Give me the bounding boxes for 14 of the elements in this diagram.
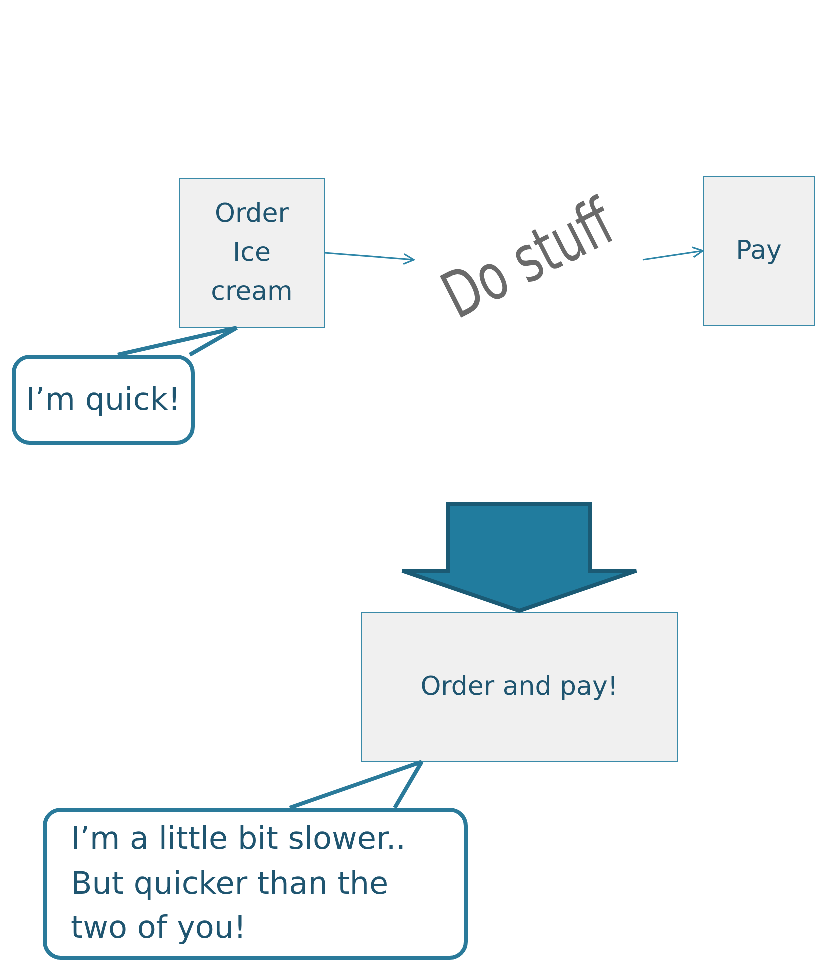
callout-text: I’m a little bit slower.. But quicker than the two of you! [71, 820, 408, 948]
node-label: Order Ice cream [210, 198, 294, 308]
process-box [179, 178, 325, 328]
node-label: Pay [736, 234, 782, 268]
callout-text: I’m quick! [26, 380, 181, 420]
node-label: Order and pay! [420, 670, 618, 704]
arrow [642, 246, 704, 261]
block-arrow [400, 502, 638, 614]
process-box [361, 612, 678, 762]
speech-bubble [43, 808, 468, 960]
arrow [324, 252, 415, 265]
process-box [703, 176, 815, 326]
step-label: Do stuff [434, 182, 622, 338]
speech-bubble [12, 355, 195, 445]
